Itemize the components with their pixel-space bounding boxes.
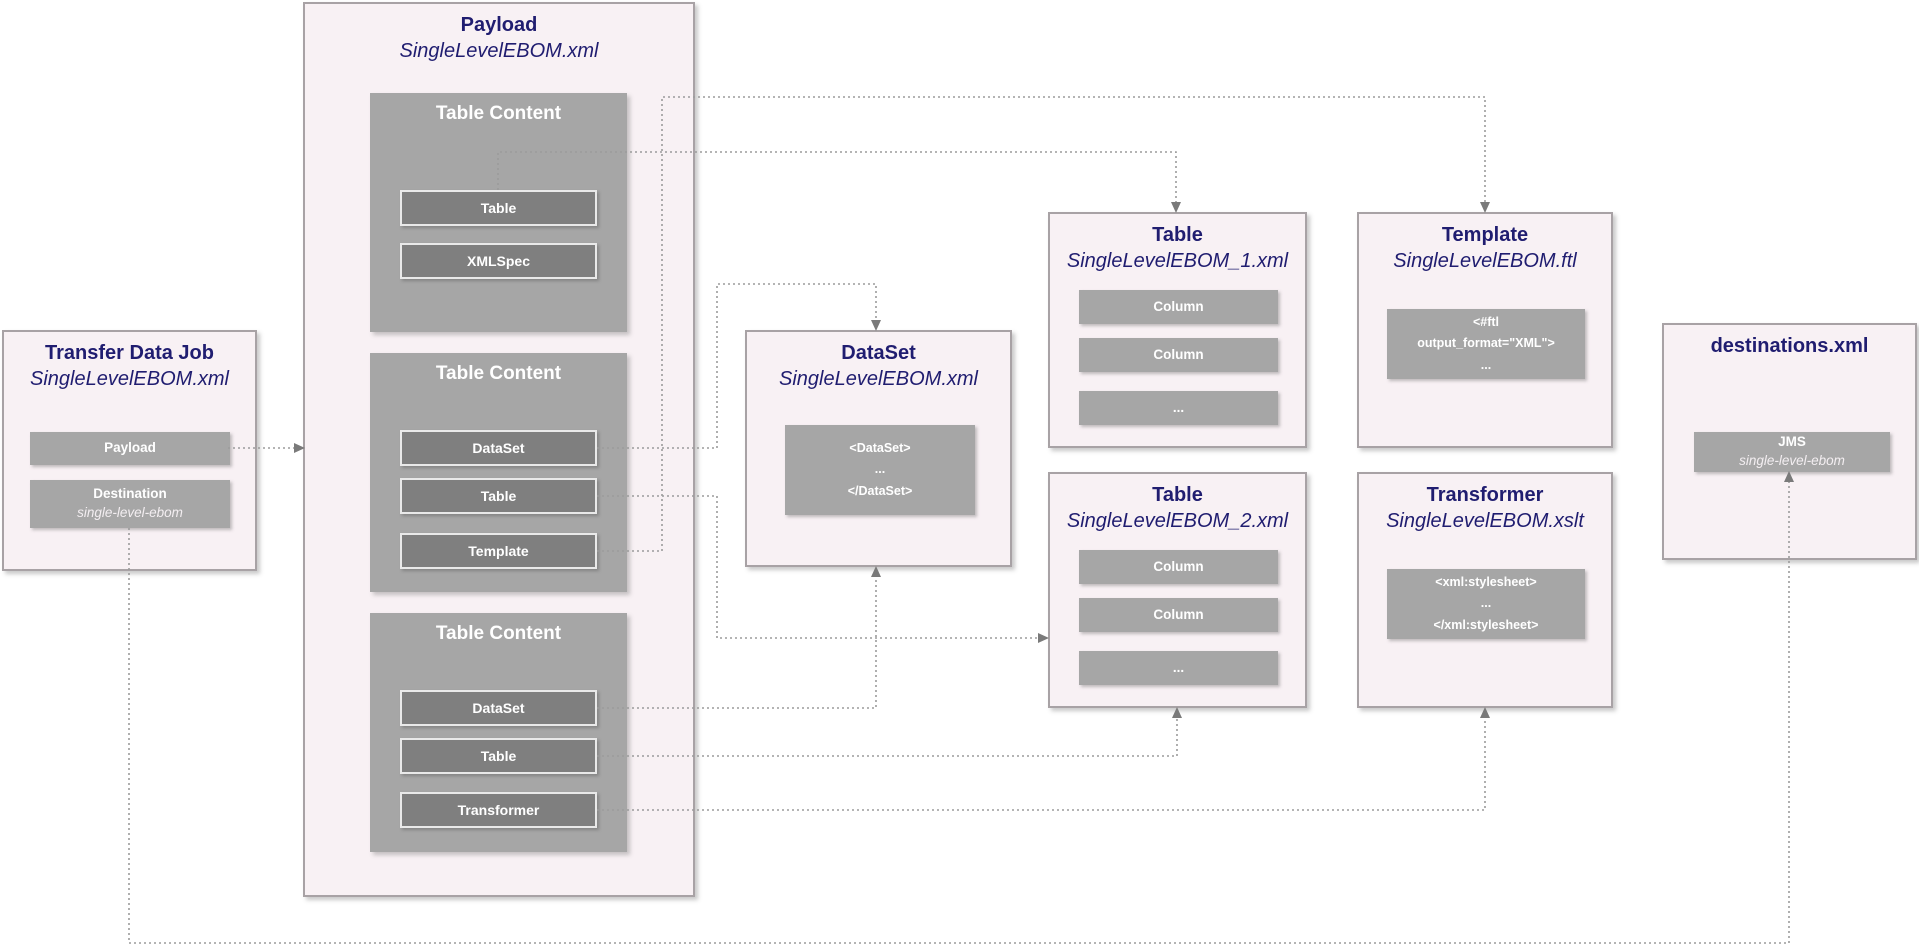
table1-title: Table — [1152, 224, 1203, 246]
connector-tc3-transformer-to-transformer — [597, 718, 1486, 811]
tc2-item-template: Template — [400, 533, 597, 569]
destination-bar: Destination single-level-ebom — [30, 480, 230, 528]
table-content-3-title: Table Content — [435, 623, 562, 644]
table2-column-1-label: Column — [1153, 558, 1204, 574]
table-content-2-title: Table Content — [435, 363, 562, 384]
destinations-box: destinations.xml JMS single-level-ebom — [1662, 323, 1917, 560]
transformer-subtitle: SingleLevelEBOM.xslt — [1386, 510, 1584, 532]
connector-tc2-template-to-template — [597, 96, 1486, 552]
payload-bar-label: Payload — [104, 440, 156, 456]
dataset-subtitle: SingleLevelEBOM.xml — [779, 368, 978, 390]
jms-bar-value: single-level-ebom — [1739, 453, 1845, 468]
transformer-code-line-2: ... — [1480, 596, 1492, 611]
dataset-code-bar: <DataSet> ... </DataSet> — [785, 425, 975, 515]
template-title: Template — [1441, 224, 1529, 246]
table1-column-bar-1: Column — [1079, 290, 1278, 324]
template-box: Template SingleLevelEBOM.ftl <#ftl outpu… — [1357, 212, 1613, 448]
arrow-into-dataset-bottom — [871, 566, 881, 577]
transformer-code-line-3: </xml:stylesheet> — [1433, 617, 1539, 632]
dataset-box: DataSet SingleLevelEBOM.xml <DataSet> ..… — [745, 330, 1012, 567]
tc2-item-dataset: DataSet — [400, 430, 597, 466]
table1-more-bar: ... — [1079, 391, 1278, 425]
transfer-data-job-subtitle: SingleLevelEBOM.xml — [30, 368, 229, 390]
tc3-item-transformer: Transformer — [400, 792, 597, 828]
tc3-item-table: Table — [400, 738, 597, 774]
jms-bar-label: JMS — [1778, 434, 1806, 450]
table2-box: Table SingleLevelEBOM_2.xml Column Colum… — [1048, 472, 1307, 708]
tc1-item-table: Table — [400, 190, 597, 226]
table1-subtitle: SingleLevelEBOM_1.xml — [1066, 250, 1289, 272]
table-content-panel-3: Table Content DataSet Table Transformer — [370, 613, 627, 852]
arrow-into-table2-bottom — [1172, 707, 1182, 718]
table-content-panel-2: Table Content DataSet Table Template — [370, 353, 627, 592]
dataset-code-line-1: <DataSet> — [849, 441, 911, 456]
table1-column-2-label: Column — [1153, 346, 1204, 362]
table2-column-2-label: Column — [1153, 606, 1204, 622]
payload-box: Payload SingleLevelEBOM.xml Table Conten… — [303, 2, 695, 897]
table1-box: Table SingleLevelEBOM_1.xml Column Colum… — [1048, 212, 1307, 448]
table2-subtitle: SingleLevelEBOM_2.xml — [1066, 510, 1289, 532]
dataset-title: DataSet — [841, 342, 916, 364]
destination-bar-value: single-level-ebom — [77, 505, 183, 520]
transfer-data-job-title: Transfer Data Job — [45, 342, 214, 364]
transformer-code-bar: <xml:stylesheet> ... </xml:stylesheet> — [1387, 569, 1585, 639]
jms-bar: JMS single-level-ebom — [1694, 432, 1890, 472]
transformer-title: Transformer — [1426, 484, 1544, 506]
dataset-code-line-3: </DataSet> — [847, 483, 913, 498]
tc2-item-table: Table — [400, 478, 597, 514]
destinations-title: destinations.xml — [1710, 335, 1869, 357]
payload-subtitle: SingleLevelEBOM.xml — [399, 40, 599, 62]
table2-column-bar-2: Column — [1079, 598, 1278, 632]
table2-title: Table — [1152, 484, 1203, 506]
template-code-line-1: <#ftl — [1472, 315, 1500, 330]
table1-column-1-label: Column — [1153, 298, 1204, 314]
destination-bar-label: Destination — [93, 486, 167, 502]
table1-column-bar-2: Column — [1079, 338, 1278, 372]
table2-column-bar-1: Column — [1079, 550, 1278, 584]
table-content-1-title: Table Content — [435, 103, 562, 124]
table-content-panel-1: Table Content Table XMLSpec — [370, 93, 627, 332]
arrow-into-transformer-bottom — [1480, 707, 1490, 718]
template-code-bar: <#ftl output_format="XML"> ... — [1387, 309, 1585, 379]
table1-more-label: ... — [1172, 399, 1185, 415]
tc3-item-dataset: DataSet — [400, 690, 597, 726]
dataset-code-line-2: ... — [874, 462, 886, 477]
transfer-data-job-box: Transfer Data Job SingleLevelEBOM.xml Pa… — [2, 330, 257, 571]
tc1-item-xmlspec: XMLSpec — [400, 243, 597, 279]
transformer-code-line-1: <xml:stylesheet> — [1435, 575, 1537, 590]
table2-more-bar: ... — [1079, 651, 1278, 685]
transformer-box: Transformer SingleLevelEBOM.xslt <xml:st… — [1357, 472, 1613, 708]
template-subtitle: SingleLevelEBOM.ftl — [1393, 250, 1577, 272]
table2-more-label: ... — [1172, 659, 1185, 675]
payload-title: Payload — [460, 14, 538, 36]
template-code-line-3: ... — [1480, 357, 1492, 372]
template-code-line-2: output_format="XML"> — [1417, 336, 1555, 351]
payload-bar: Payload — [30, 432, 230, 465]
